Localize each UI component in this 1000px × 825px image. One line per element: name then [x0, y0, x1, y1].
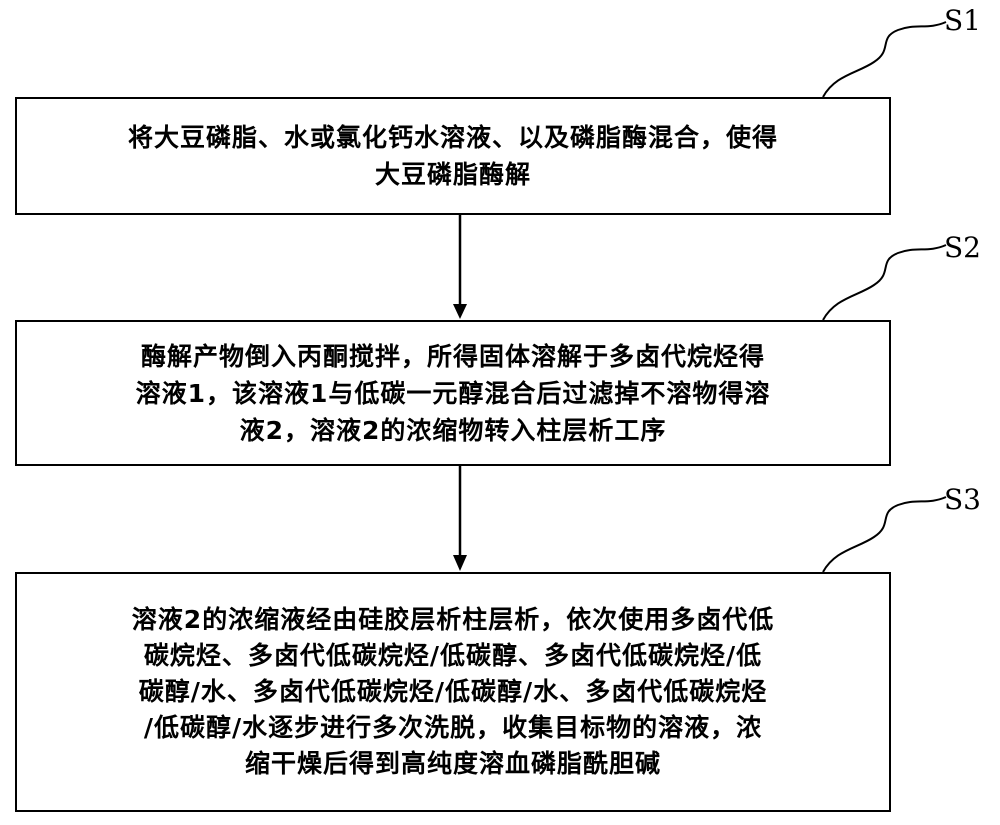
leader-line-s1 [822, 21, 947, 98]
leader-line-s3 [822, 496, 947, 573]
step-box-s2: 酶解产物倒入丙酮搅拌，所得固体溶解于多卤代烷烃得 溶液1，该溶液1与低碳一元醇混… [15, 320, 891, 466]
step-label-s2: S2 [944, 231, 981, 264]
step-text-s1: 将大豆磷脂、水或氯化钙水溶液、以及磷脂酶混合，使得 大豆磷脂酶解 [127, 123, 778, 189]
step-box-s3: 溶液2的浓缩液经由硅胶层析柱层析，依次使用多卤代低 碳烷烃、多卤代低碳烷烃/低碳… [15, 572, 891, 812]
arrowhead-s3 [453, 555, 467, 571]
leader-line-s2 [822, 244, 947, 321]
step-label-s1: S1 [944, 4, 981, 37]
step-label-s3: S3 [944, 483, 981, 516]
step-text-s3: 溶液2的浓缩液经由硅胶层析柱层析，依次使用多卤代低 碳烷烃、多卤代低碳烷烃/低碳… [131, 605, 775, 778]
step-box-s1: 将大豆磷脂、水或氯化钙水溶液、以及磷脂酶混合，使得 大豆磷脂酶解 [15, 97, 891, 215]
step-text-s2: 酶解产物倒入丙酮搅拌，所得固体溶解于多卤代烷烃得 溶液1，该溶液1与低碳一元醇混… [135, 341, 771, 445]
arrowhead-s2 [453, 304, 467, 319]
